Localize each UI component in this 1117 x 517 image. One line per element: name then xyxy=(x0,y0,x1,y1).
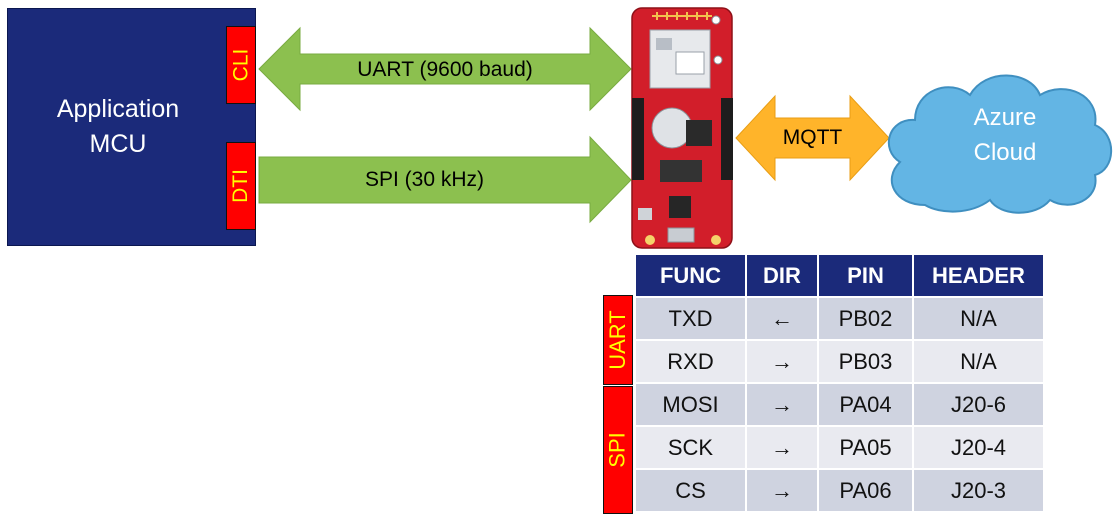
table-row: RXD → PB03 N/A xyxy=(635,340,1044,383)
uart-group-text: UART xyxy=(605,310,631,370)
cell-dir: → xyxy=(746,469,818,512)
mqtt-link-label: MQTT xyxy=(775,126,850,150)
table-row: TXD ← PB02 N/A xyxy=(635,297,1044,340)
cloud-label-line2: Cloud xyxy=(930,135,1080,170)
header-dir: DIR xyxy=(746,254,818,297)
uart-link-label: UART (9600 baud) xyxy=(300,58,590,82)
header-func: FUNC xyxy=(635,254,746,297)
cell-pin: PA04 xyxy=(818,383,913,426)
header-pin: PIN xyxy=(818,254,913,297)
cell-header: J20-4 xyxy=(913,426,1044,469)
cell-pin: PA05 xyxy=(818,426,913,469)
pin-table-header-row: FUNC DIR PIN HEADER xyxy=(635,254,1044,297)
cell-func: TXD xyxy=(635,297,746,340)
pin-table: FUNC DIR PIN HEADER TXD ← PB02 N/A RXD →… xyxy=(634,253,1045,513)
cell-header: J20-6 xyxy=(913,383,1044,426)
cell-header: N/A xyxy=(913,340,1044,383)
header-header: HEADER xyxy=(913,254,1044,297)
cell-pin: PA06 xyxy=(818,469,913,512)
cell-header: N/A xyxy=(913,297,1044,340)
table-row: CS → PA06 J20-3 xyxy=(635,469,1044,512)
cell-func: CS xyxy=(635,469,746,512)
cell-dir: → xyxy=(746,426,818,469)
cell-func: MOSI xyxy=(635,383,746,426)
spi-link-label: SPI (30 kHz) xyxy=(259,168,590,192)
cell-dir: → xyxy=(746,340,818,383)
cloud-label: Azure Cloud xyxy=(930,100,1080,170)
uart-group-label: UART xyxy=(603,295,633,385)
cell-func: SCK xyxy=(635,426,746,469)
table-row: SCK → PA05 J20-4 xyxy=(635,426,1044,469)
table-row: MOSI → PA04 J20-6 xyxy=(635,383,1044,426)
cell-dir: ← xyxy=(746,297,818,340)
spi-group-label: SPI xyxy=(603,386,633,514)
cell-pin: PB03 xyxy=(818,340,913,383)
cell-dir: → xyxy=(746,383,818,426)
spi-group-text: SPI xyxy=(605,432,631,467)
cell-func: RXD xyxy=(635,340,746,383)
cell-pin: PB02 xyxy=(818,297,913,340)
cell-header: J20-3 xyxy=(913,469,1044,512)
iot-board-icon xyxy=(632,8,733,248)
cloud-label-line1: Azure xyxy=(930,100,1080,135)
